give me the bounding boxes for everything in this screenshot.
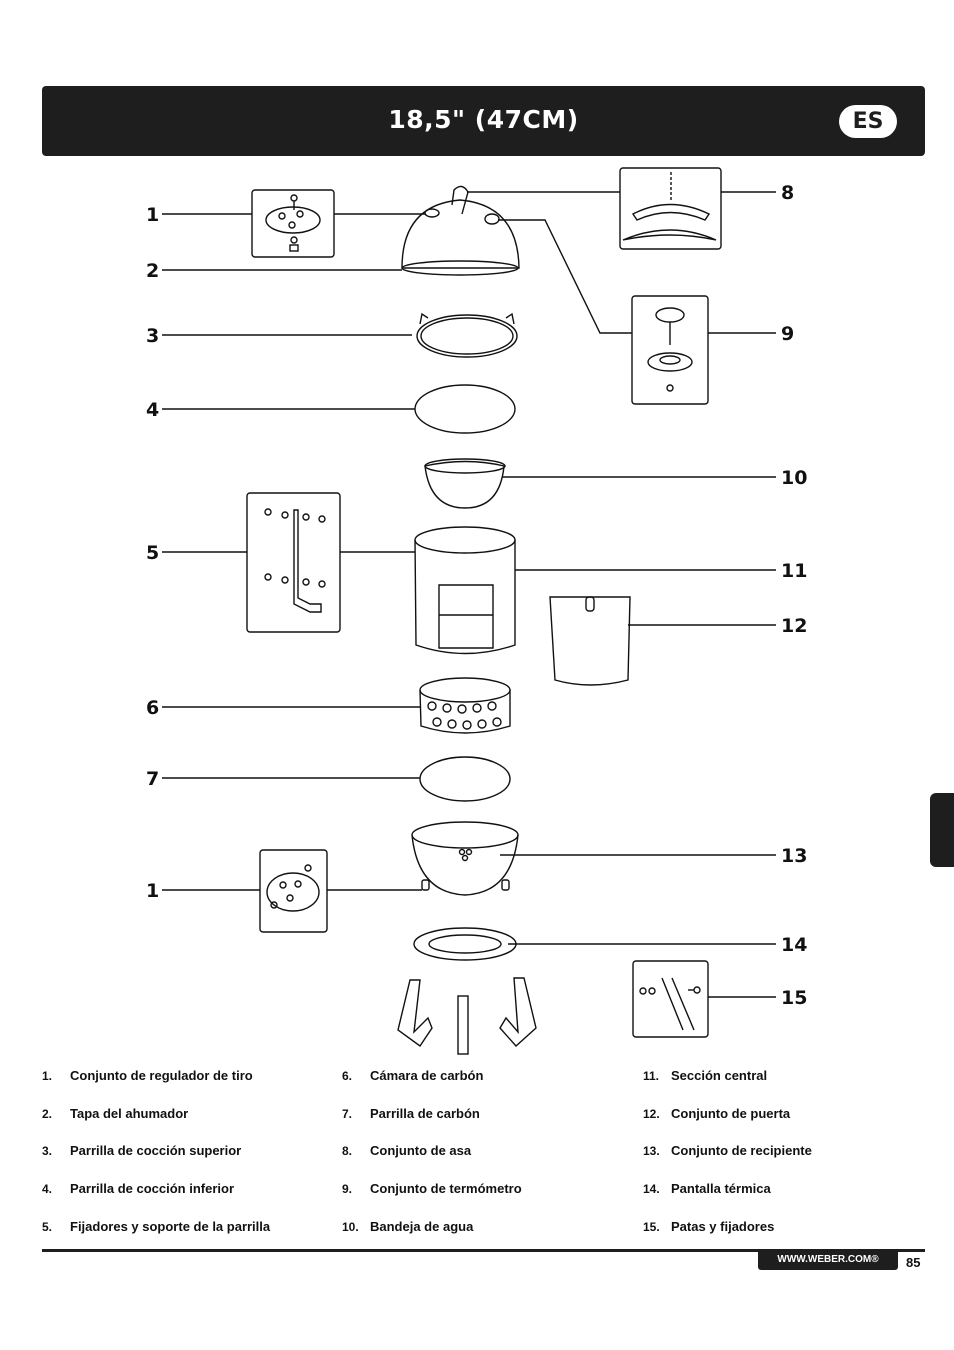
callout-9: 9	[781, 323, 794, 345]
website-url[interactable]: WWW.WEBER.COM®	[758, 1250, 898, 1270]
legend-item: 5.Fijadores y soporte de la parrilla	[42, 1218, 271, 1234]
callout-10: 10	[781, 467, 807, 489]
legend-item: 3.Parrilla de cocción superior	[42, 1143, 242, 1159]
legend-item: 6.Cámara de carbón	[342, 1068, 484, 1083]
parts-legend-column-1: 1.Conjunto de regulador de tiro 2.Tapa d…	[42, 1068, 270, 1256]
header-bar: 18,5" (47CM) ES	[42, 86, 925, 156]
callout-7: 7	[146, 768, 159, 790]
language-badge: ES	[839, 105, 897, 138]
legend-item: 11.Sección central	[643, 1068, 768, 1083]
callout-13: 13	[781, 845, 807, 867]
legend-item: 4.Parrilla de cocción inferior	[42, 1181, 234, 1197]
parts-legend-column-3: 11.Sección central 12.Conjunto de puerta…	[643, 1068, 812, 1256]
callout-15: 15	[781, 987, 807, 1009]
callout-5: 5	[146, 542, 159, 564]
callout-4: 4	[146, 399, 159, 421]
legend-item: 1.Conjunto de regulador de tiro	[42, 1068, 253, 1083]
section-tab	[930, 793, 954, 867]
parts-legend-column-2: 6.Cámara de carbón 7.Parrilla de carbón …	[342, 1068, 522, 1256]
callout-1a: 1	[146, 204, 159, 226]
legend-item: 9.Conjunto de termómetro	[342, 1181, 522, 1197]
legend-item: 10.Bandeja de agua	[342, 1218, 474, 1234]
callout-8: 8	[781, 182, 794, 204]
page-title: 18,5" (47CM)	[388, 105, 579, 134]
page-number: 85	[906, 1255, 921, 1270]
callout-2: 2	[146, 260, 159, 282]
callout-6: 6	[146, 697, 159, 719]
legend-item: 15.Patas y fijadores	[643, 1218, 775, 1234]
legend-item: 2.Tapa del ahumador	[42, 1105, 189, 1121]
footer-rule	[42, 1249, 925, 1252]
callout-3: 3	[146, 325, 159, 347]
callout-1b: 1	[146, 880, 159, 902]
legend-item: 8.Conjunto de asa	[342, 1143, 472, 1159]
legend-item: 12.Conjunto de puerta	[643, 1105, 791, 1121]
legend-item: 7.Parrilla de carbón	[342, 1105, 480, 1121]
callout-11: 11	[781, 560, 807, 582]
legend-item: 13.Conjunto de recipiente	[643, 1143, 812, 1159]
legend-item: 14.Pantalla térmica	[643, 1181, 771, 1197]
callout-12: 12	[781, 615, 807, 637]
callout-14: 14	[781, 934, 807, 956]
